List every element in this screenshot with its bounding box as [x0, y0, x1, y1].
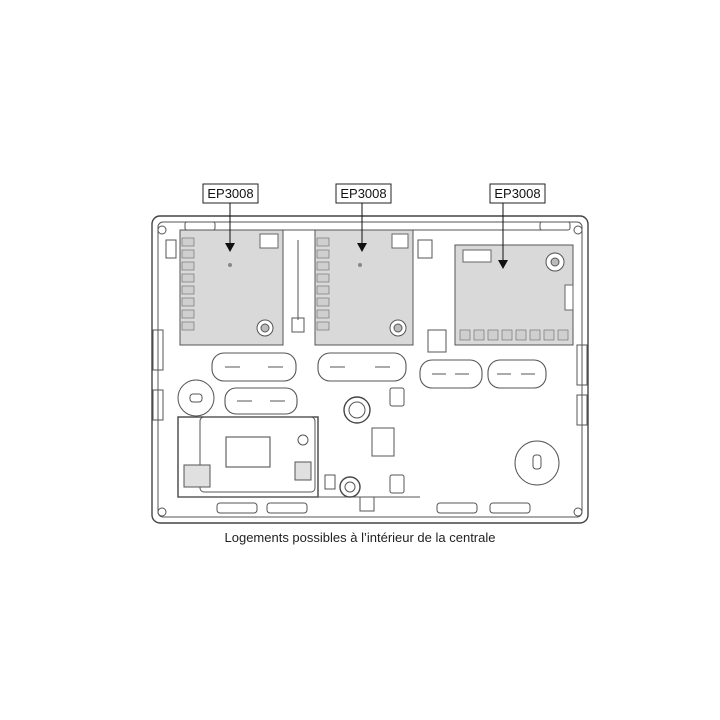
oval-slots [211, 352, 547, 415]
main-pcb [177, 416, 420, 512]
ep3008-board-center [314, 229, 414, 346]
diagram-caption: Logements possibles à l’intérieur de la … [224, 530, 496, 545]
callout-right-label: EP3008 [494, 186, 540, 201]
small-components [165, 239, 447, 353]
callout-right: EP3008 [489, 183, 546, 269]
callout-center-label: EP3008 [340, 186, 386, 201]
callout-center: EP3008 [335, 183, 392, 252]
callout-left: EP3008 [202, 183, 259, 252]
callout-left-label: EP3008 [207, 186, 253, 201]
ep3008-board-right [454, 244, 574, 346]
round-knockouts [177, 379, 560, 494]
